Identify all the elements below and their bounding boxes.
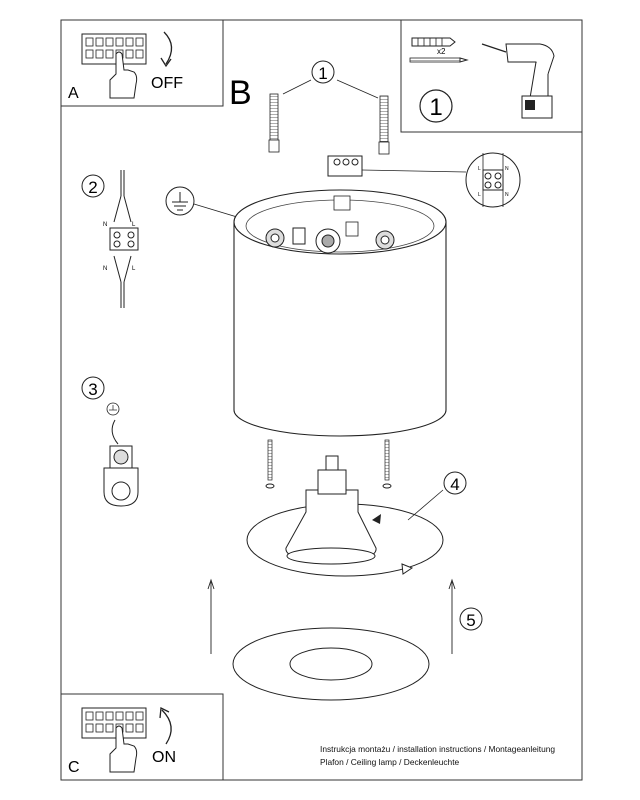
curved-arrow-up-icon: [161, 709, 172, 745]
svg-text:L: L: [478, 192, 481, 198]
step-5-number: 5: [466, 611, 475, 630]
step-2-wiring-detail: 2 N L N L: [81, 170, 139, 308]
panel-c-switch-on: C ON: [60, 693, 224, 781]
step-2-number: 2: [88, 178, 97, 197]
footer-line-2: Plafon / Ceiling lamp / Deckenleuchte: [320, 757, 460, 767]
svg-text:L: L: [478, 166, 481, 172]
panel-a-letter: A: [68, 85, 79, 102]
kit-step-number: 1: [429, 94, 442, 121]
dowel-right-icon: [378, 95, 390, 155]
step-3-ground-clip: 3: [81, 376, 139, 507]
step-3-number: 3: [88, 380, 97, 399]
panel-c-on-label: ON: [152, 749, 176, 766]
panel-a-switch-off: A OFF: [60, 19, 224, 107]
svg-text:N: N: [505, 192, 509, 198]
page-frame: [60, 19, 583, 781]
decorative-trim-ring: [232, 627, 430, 701]
kit-quantity-label: x2: [437, 47, 446, 56]
step-4-number: 4: [450, 475, 459, 494]
footer-line-1: Instrukcja montażu / installation instru…: [320, 744, 556, 754]
lamp-body-cylinder: [233, 189, 447, 437]
step-5-callout: 5: [459, 607, 483, 631]
step-1-callout: 1: [282, 60, 379, 99]
step-1-kit-badge: [419, 89, 453, 123]
up-arrow-left-icon: [207, 578, 215, 654]
footer-caption: Instrukcja montażu / installation instru…: [320, 743, 555, 769]
rotate-arrow-icon: [372, 514, 414, 575]
terminal-block-icon: [81, 707, 147, 739]
up-arrow-right-icon: [448, 578, 456, 654]
light-source-reflector: [285, 455, 377, 565]
screw-left-icon: [265, 439, 275, 489]
wall-plug-icon: [411, 37, 456, 47]
wiring-label-n-bottom: N: [103, 266, 107, 272]
screw-right-icon: [382, 439, 392, 489]
connector-detail-magnified: L N L N: [465, 152, 521, 208]
hand-icon: [109, 51, 138, 99]
terminal-connector-icon: [327, 155, 467, 177]
terminal-block-icon: [81, 33, 147, 65]
step-1-number: 1: [318, 64, 327, 83]
dowel-left-icon: [268, 93, 280, 153]
drill-icon: [481, 43, 555, 119]
screw-icon: [409, 57, 469, 63]
panel-b-letter: B: [229, 74, 252, 112]
panel-a-off-label: OFF: [151, 75, 183, 92]
wiring-label-l-top: L: [132, 222, 136, 228]
hand-icon: [109, 725, 138, 773]
svg-text:N: N: [505, 166, 509, 172]
panel-mounting-kit: x2 1: [400, 19, 583, 133]
step-4-callout: 4: [407, 471, 467, 521]
curved-arrow-down-icon: [163, 31, 173, 65]
wiring-label-l-bottom: L: [132, 266, 136, 272]
panel-c-letter: C: [68, 759, 80, 776]
wiring-label-n-top: N: [103, 222, 107, 228]
